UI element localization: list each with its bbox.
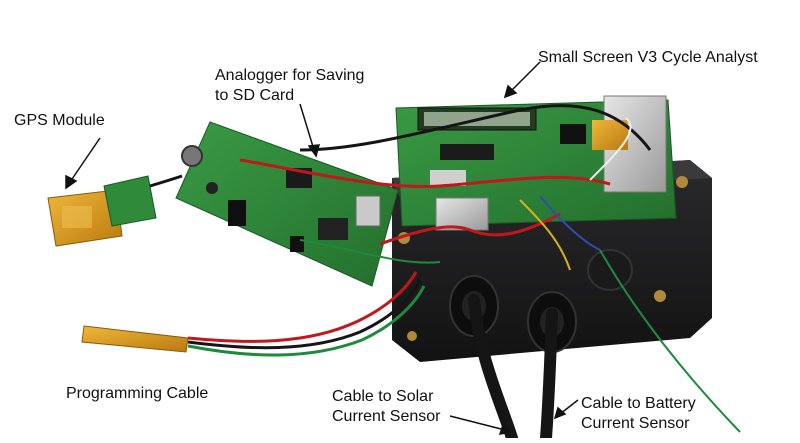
battery-label-line1: Cable to Battery	[581, 395, 696, 412]
annotation-arrows	[65, 61, 579, 435]
cycle-analyst-label: Small Screen V3 Cycle Analyst	[538, 48, 758, 68]
cycle-analyst-board	[395, 95, 677, 231]
programming-cable-label-text: Programming Cable	[66, 385, 209, 402]
programming-cable	[81, 271, 426, 357]
gps-module-label: GPS Module	[14, 111, 105, 131]
interconnect-wires	[239, 104, 741, 433]
solar-cable-label: Cable to Solar Current Sensor	[332, 387, 441, 427]
cycle-analyst-label-text: Small Screen V3 Cycle Analyst	[538, 49, 758, 66]
programming-cable-label: Programming Cable	[66, 384, 208, 404]
sensor-cables	[468, 294, 558, 443]
analogger-label: Analogger for Saving to SD Card	[215, 66, 364, 106]
analogger-label-line1: Analogger for Saving	[215, 67, 365, 84]
analogger-board	[175, 121, 399, 287]
solar-label-line2: Current Sensor	[332, 408, 441, 425]
gps-module	[47, 174, 183, 247]
battery-cable-label: Cable to Battery Current Sensor	[581, 394, 696, 434]
analogger-label-line2: to SD Card	[215, 87, 295, 104]
battery-label-line2: Current Sensor	[581, 415, 690, 432]
solar-label-line1: Cable to Solar	[332, 388, 434, 405]
gps-label-text: GPS Module	[14, 112, 105, 129]
